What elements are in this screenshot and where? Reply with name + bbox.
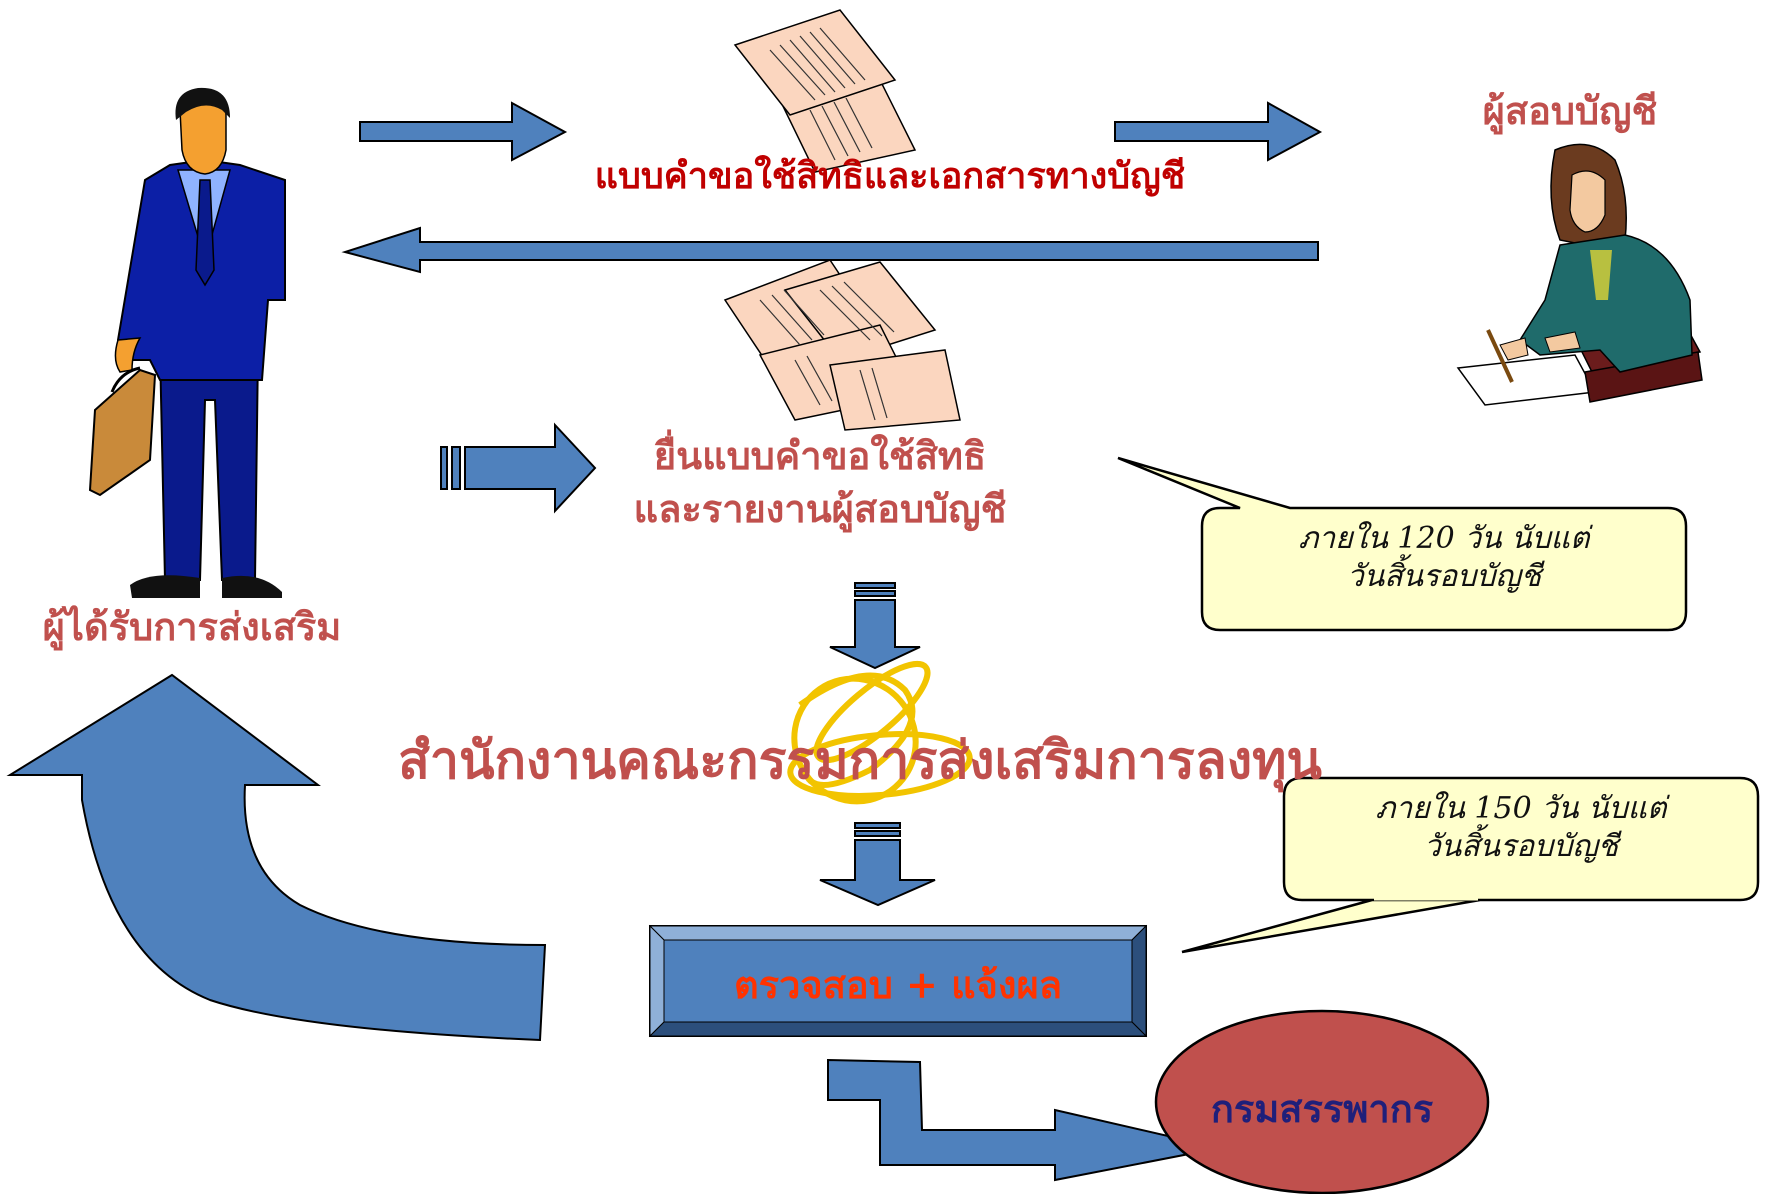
businessman-figure: [88, 87, 286, 598]
callout-150-shape: [1181, 776, 1760, 954]
documents-icon-middle: [723, 259, 961, 431]
flow-arrows: [6, 101, 1323, 1182]
arrow-down-to-check: [819, 839, 936, 907]
promoted-person-label: ผู้ได้รับการส่งเสริม: [42, 604, 342, 649]
revenue-dept-label: กรมสรรพากร: [1210, 1086, 1434, 1131]
arrow-to-docs: [359, 101, 568, 162]
arrow-to-revenue: [827, 1058, 1221, 1182]
callout-120-line2: วันสิ้นรอบบัญชี: [1346, 559, 1542, 594]
callout-150-line1: ภายใน 150 วัน นับแต่: [1375, 791, 1667, 826]
auditor-figure: [1456, 143, 1703, 406]
boi-office-label: สำนักงานคณะกรรมการส่งเสริมการลงทุน: [398, 730, 1322, 791]
callout-120-shape: [1117, 456, 1688, 632]
callout-150-line2: วันสิ้นรอบบัญชี: [1423, 829, 1619, 864]
auditor-label: ผู้สอบบัญชี: [1482, 88, 1658, 133]
callout-120-line1: ภายใน 120 วัน นับแต่: [1298, 521, 1590, 556]
boi-logo-icon: [787, 660, 973, 805]
check-notify-label: ตรวจสอบ + แจ้งผล: [734, 962, 1062, 1007]
revenue-dept-ellipse: [1154, 1009, 1490, 1194]
arrow-to-submit: [464, 422, 597, 514]
submit-line1-label: ยื่นแบบคำขอใช้สิทธิ: [653, 433, 987, 478]
submit-line2-label: และรายงานผู้สอบบัญชี: [633, 486, 1007, 531]
arrow-to-auditor: [1114, 101, 1323, 162]
arrow-from-auditor: [341, 226, 1319, 274]
arrow-return-to-person: [6, 673, 547, 1042]
arrow-down-to-office: [829, 599, 921, 670]
request-docs-label: แบบคำขอใช้สิทธิและเอกสารทางบัญชี: [594, 155, 1186, 197]
documents-icon-top: [733, 9, 917, 173]
check-notify-box: [648, 924, 1148, 1038]
